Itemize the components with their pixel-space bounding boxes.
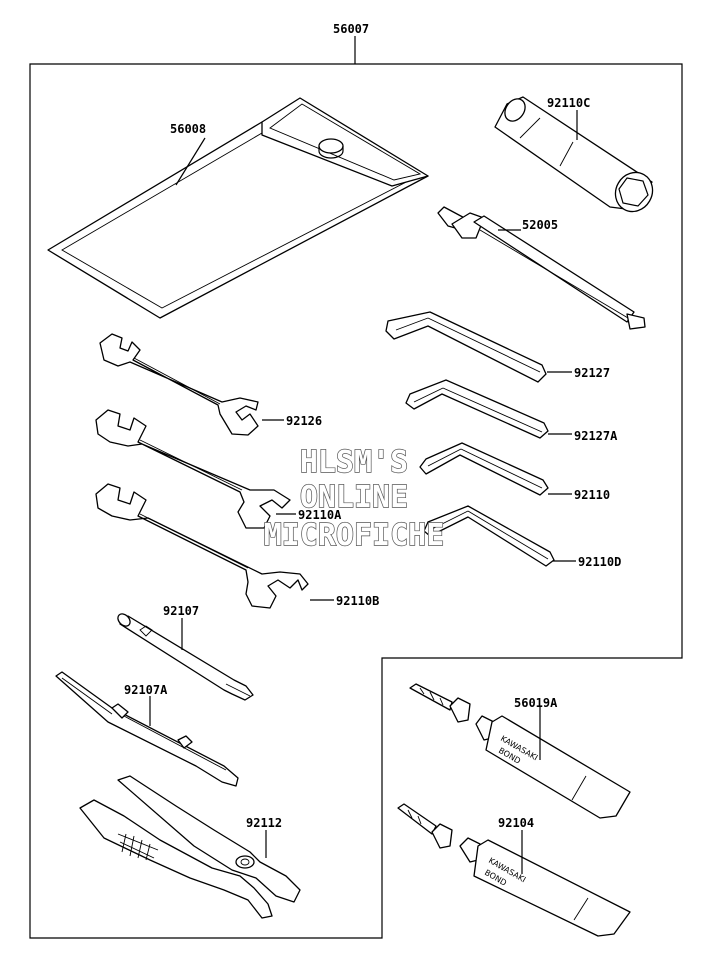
plug-wrench [494,96,654,213]
part-label-92104[interactable]: 92104 [498,816,534,830]
part-label-92110a[interactable]: 92110A [298,508,342,522]
screwdriver-bit [117,613,254,701]
open-wrench-92126 [99,333,259,436]
open-wrench-92110a [95,409,291,529]
bond-tube-92104: KAWASAKI BOND [397,803,631,937]
part-label-92107[interactable]: 92107 [163,604,199,618]
hex-wrench-92127 [385,311,547,383]
hex-wrench-92110 [419,442,549,496]
part-label-52005[interactable]: 52005 [522,218,558,232]
part-label-92107a[interactable]: 92107A [124,683,168,697]
part-label-92126[interactable]: 92126 [286,414,322,428]
part-label-56019a[interactable]: 56019A [514,696,558,710]
part-label-56007[interactable]: 56007 [333,22,369,36]
tool-bag [47,97,429,319]
watermark: HLSM'S ONLINE MICROFICHE [263,444,445,553]
part-label-92112[interactable]: 92112 [246,816,282,830]
svg-text:MICROFICHE: MICROFICHE [264,518,445,553]
part-label-92127[interactable]: 92127 [574,366,610,380]
handle-bar [437,206,646,330]
pliers [79,775,301,919]
part-label-92110d[interactable]: 92110D [578,555,621,569]
svg-text:ONLINE: ONLINE [300,480,408,515]
svg-text:HLSM'S: HLSM'S [300,445,408,480]
part-label-92110b[interactable]: 92110B [336,594,379,608]
hex-wrench-92127a [405,379,549,439]
leader-56008 [175,137,206,186]
part-label-56008[interactable]: 56008 [170,122,206,136]
open-wrench-92110b [95,483,309,609]
hex-wrench-92110d [423,505,555,567]
part-label-92110c[interactable]: 92110C [547,96,590,110]
part-label-92127a[interactable]: 92127A [574,429,618,443]
bond-tube-56019a: KAWASAKI BOND [409,683,631,819]
part-label-92110[interactable]: 92110 [574,488,610,502]
screwdriver-handle [55,671,239,787]
pliers-grip-texture [117,833,159,861]
kit-frame [29,63,683,939]
